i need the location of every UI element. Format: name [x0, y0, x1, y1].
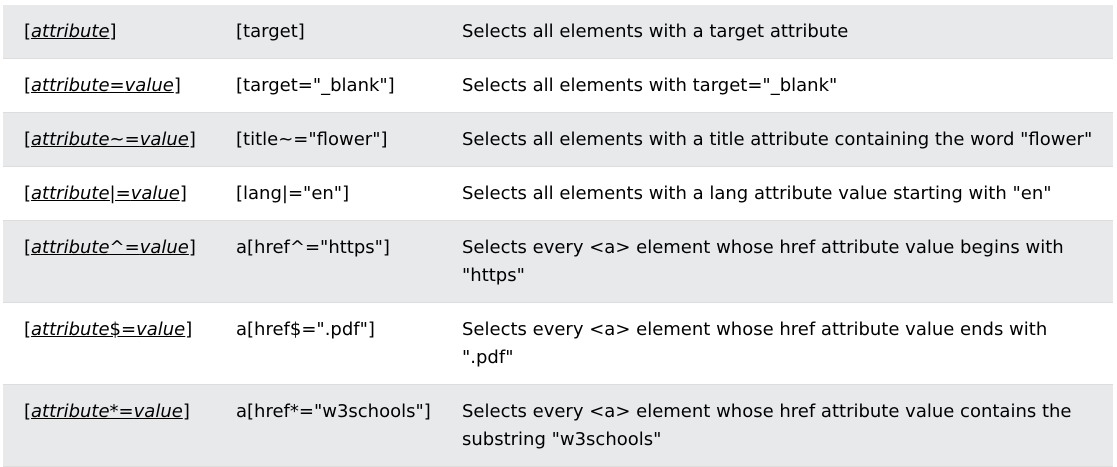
selector-value: value [130, 183, 180, 204]
selector-link-contains-substring[interactable]: attribute*=value [31, 401, 183, 422]
bracket-close: ] [182, 401, 190, 422]
selector-link-attribute[interactable]: attribute [31, 21, 110, 42]
selector-value: value [133, 401, 183, 422]
bracket-open: [ [24, 319, 32, 340]
selector-op: |= [109, 183, 131, 204]
selector-attr: attribute [31, 129, 110, 150]
description-cell: Selects all elements with a target attri… [462, 5, 1113, 59]
bracket-close: ] [179, 183, 187, 204]
selector-cell: [attribute$=value] [3, 302, 236, 385]
attribute-selector-table: [attribute] [target] Selects all element… [3, 5, 1113, 467]
selector-attr: attribute [31, 401, 110, 422]
selector-cell: [attribute|=value] [3, 166, 236, 221]
table-row: [attribute=value] [target="_blank"] Sele… [3, 58, 1113, 113]
selector-attr: attribute [31, 21, 110, 42]
table-row: [attribute] [target] Selects all element… [3, 5, 1113, 59]
selector-attr: attribute [31, 75, 110, 96]
table-row: [attribute^=value] a[href^="https"] Sele… [3, 220, 1113, 303]
description-cell: Selects all elements with a lang attribu… [462, 166, 1113, 221]
bracket-open: [ [24, 75, 32, 96]
bracket-close: ] [188, 129, 196, 150]
selector-op: *= [109, 401, 134, 422]
bracket-open: [ [24, 129, 32, 150]
table-row: [attribute|=value] [lang|="en"] Selects … [3, 166, 1113, 221]
bracket-close: ] [173, 75, 181, 96]
selector-attr: attribute [31, 319, 110, 340]
selector-cell: [attribute*=value] [3, 384, 236, 467]
example-cell: a[href$=".pdf"] [236, 302, 462, 385]
description-cell: Selects all elements with target="_blank… [462, 58, 1113, 113]
selector-value: value [139, 129, 189, 150]
description-cell: Selects every <a> element whose href att… [462, 220, 1113, 303]
selector-value: value [136, 319, 186, 340]
selector-attr: attribute [31, 237, 110, 258]
selector-link-contains-word[interactable]: attribute~=value [31, 129, 189, 150]
bracket-open: [ [24, 21, 32, 42]
bracket-open: [ [24, 183, 32, 204]
table-row: [attribute*=value] a[href*="w3schools"] … [3, 384, 1113, 467]
example-cell: [lang|="en"] [236, 166, 462, 221]
example-cell: a[href*="w3schools"] [236, 384, 462, 467]
selector-cell: [attribute=value] [3, 58, 236, 113]
selector-value: value [124, 75, 174, 96]
selector-link-begins-with[interactable]: attribute^=value [31, 237, 189, 258]
description-cell: Selects every <a> element whose href att… [462, 384, 1113, 467]
selector-value: value [139, 237, 189, 258]
example-cell: [target="_blank"] [236, 58, 462, 113]
description-cell: Selects every <a> element whose href att… [462, 302, 1113, 385]
selector-cell: [attribute] [3, 5, 236, 59]
bracket-close: ] [109, 21, 117, 42]
bracket-open: [ [24, 401, 32, 422]
bracket-open: [ [24, 237, 32, 258]
selector-cell: [attribute~=value] [3, 112, 236, 167]
selector-op: = [109, 75, 125, 96]
selector-link-lang-prefix[interactable]: attribute|=value [31, 183, 180, 204]
bracket-close: ] [188, 237, 196, 258]
selector-link-equals[interactable]: attribute=value [31, 75, 174, 96]
selector-op: ^= [109, 237, 140, 258]
selector-attr: attribute [31, 183, 110, 204]
table-row: [attribute~=value] [title~="flower"] Sel… [3, 112, 1113, 167]
selector-op: $= [109, 319, 137, 340]
selector-link-ends-with[interactable]: attribute$=value [31, 319, 185, 340]
bracket-close: ] [185, 319, 193, 340]
selector-op: ~= [109, 129, 140, 150]
selector-cell: [attribute^=value] [3, 220, 236, 303]
example-cell: [target] [236, 5, 462, 59]
example-cell: [title~="flower"] [236, 112, 462, 167]
example-cell: a[href^="https"] [236, 220, 462, 303]
table-row: [attribute$=value] a[href$=".pdf"] Selec… [3, 302, 1113, 385]
description-cell: Selects all elements with a title attrib… [462, 112, 1113, 167]
